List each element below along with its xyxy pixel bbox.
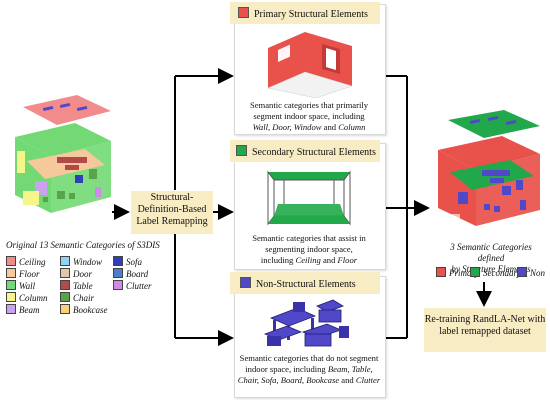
legend-swatch-primary [436,267,446,277]
legend-label: Primary [449,268,479,278]
legend-swatch-non [517,267,527,277]
secondary-caption: Semantic categories that assist in segme… [252,233,366,265]
legend-item-window: Window [60,256,102,267]
legend-item-wall: Wall [6,280,35,291]
legend-label: Secondary [483,268,521,278]
secondary-room-illustration [267,170,351,226]
legend-item-bookcase: Bookcase [60,304,107,315]
legend-label: Ceiling [19,257,46,267]
legend-label: Beam [19,305,40,315]
original-categories-title: Original 13 Semantic Categories of S3DIS [6,240,160,250]
primary-header-box [230,2,380,24]
legend-item-ceiling: Ceiling [6,256,46,267]
legend-label: Window [73,257,103,267]
legend-swatch-floor [6,268,16,278]
legend-label: Chair [73,293,95,303]
legend-label: Sofa [126,257,143,267]
legend-label: Board [126,269,149,279]
non-swatch [240,277,251,288]
remapping-line-1: Structural- [150,192,194,203]
legend-item-beam: Beam [6,304,40,315]
legend-item-clutter: Clutter [113,280,152,291]
remapped-categories-title: 3 Semantic Categories defined by Structu… [450,242,532,274]
remapping-line-3: Label Remapping [136,216,208,227]
legend-item-sofa: Sofa [113,256,142,267]
legend-swatch-secondary [470,267,480,277]
legend-label: Wall [19,281,36,291]
legend-label: Non [530,268,546,278]
legend-item-column: Column [6,292,48,303]
legend-swatch-ceiling [6,256,16,266]
legend-swatch-column [6,292,16,302]
legend-label: Column [19,293,48,303]
legend-swatch-table [60,280,70,290]
secondary-header-box [230,140,380,162]
non-caption: Semantic categories that do not segment … [237,353,381,385]
legend-label: Table [73,281,93,291]
primary-room-illustration [267,32,353,98]
legend-swatch-window [60,256,70,266]
legend-item-table: Table [60,280,93,291]
result-line-2: label remapped dataset [439,326,531,337]
legend-swatch-wall [6,280,16,290]
legend-swatch-clutter [113,280,123,290]
legend-swatch-board [113,268,123,278]
legend-item-non: Non [517,267,545,278]
result-line-1: Re-training RandLA-Net with [424,314,546,325]
legend-item-primary: Primary [436,267,479,278]
secondary-swatch [236,145,247,156]
legend-swatch-bookcase [60,304,70,314]
legend-label: Clutter [126,281,152,291]
legend-item-door: Door [60,268,92,279]
legend-item-secondary: Secondary [470,267,521,278]
legend-swatch-sofa [113,256,123,266]
remapped-point-cloud-illustration [438,110,540,226]
non-structural-illustration [263,299,349,347]
non-header-box [230,272,380,294]
legend-swatch-chair [60,292,70,302]
legend-label: Bookcase [73,305,108,315]
non-title: Non-Structural Elements [240,277,356,290]
legend-item-floor: Floor [6,268,40,279]
remapping-line-2: Definition-Based [137,204,207,215]
legend-item-board: Board [113,268,148,279]
secondary-title: Secondary Structural Elements [236,145,376,158]
original-point-cloud-illustration [15,95,111,213]
primary-title: Primary Structural Elements [238,7,368,20]
retraining-result-box: Re-training RandLA-Net with label remapp… [424,308,546,352]
primary-swatch [238,7,249,18]
legend-swatch-beam [6,304,16,314]
legend-label: Floor [19,269,40,279]
label-remapping-box: Structural- Definition-Based Label Remap… [131,191,213,234]
legend-item-chair: Chair [60,292,94,303]
legend-swatch-door [60,268,70,278]
legend-label: Door [73,269,93,279]
primary-caption: Semantic categories that primarily segme… [249,100,369,132]
